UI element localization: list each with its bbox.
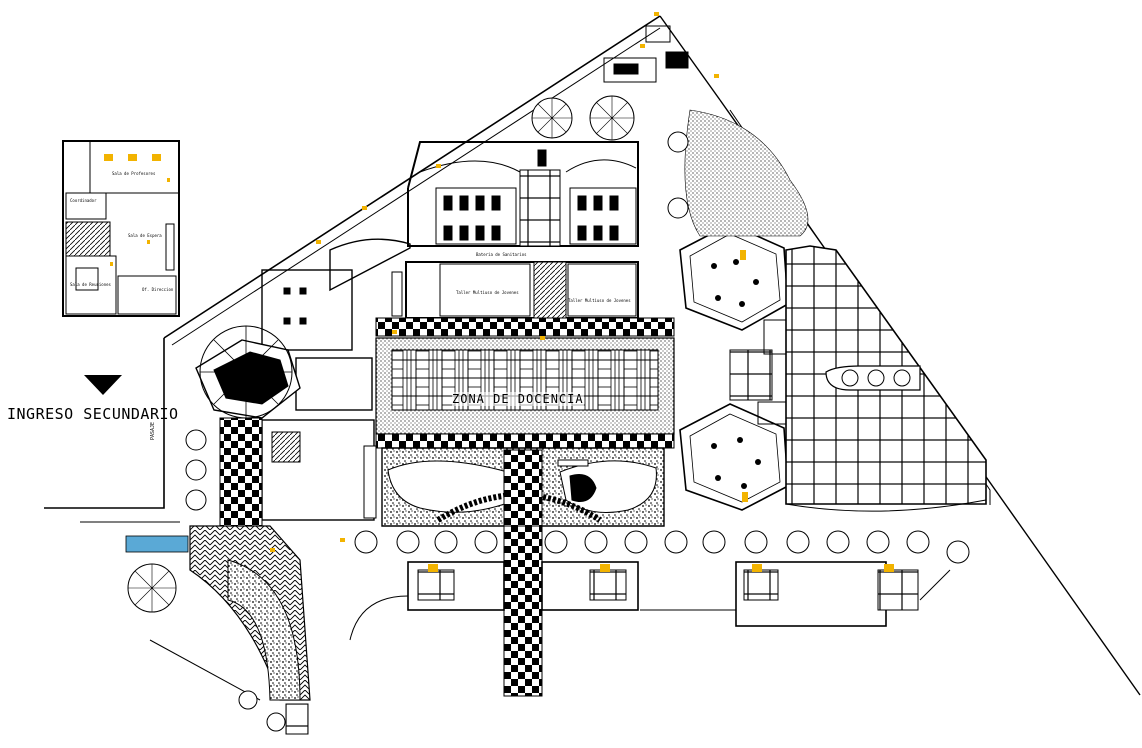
- tree-icon: [185, 429, 207, 451]
- south-buildings: [349, 561, 951, 641]
- admin-inset-plan: [62, 140, 180, 317]
- tree-icon: [474, 530, 498, 554]
- radial-pavilion: [195, 325, 301, 419]
- central-court-label: ZONA DE DOCENCIA: [452, 392, 584, 406]
- workshop-label-2: Taller Multiuso de Jovenes: [568, 298, 631, 303]
- garden: [381, 447, 665, 529]
- tree-icon: [544, 530, 568, 554]
- north-classroom-block: [407, 141, 639, 247]
- inset-room-label-1: Sala de Profesores: [112, 171, 156, 176]
- tree-icon: [266, 712, 286, 732]
- central-court: [375, 317, 675, 449]
- yellow-markers: [270, 12, 719, 552]
- tree-icon: [786, 530, 810, 554]
- tree-icon: [946, 540, 970, 564]
- inset-room-label-2: Sala de Espera: [128, 233, 162, 238]
- tree-branch-detail: [128, 96, 634, 612]
- west-ramp: [125, 417, 311, 735]
- tree-icon: [185, 459, 207, 481]
- tree-icon: [354, 530, 378, 554]
- inset-room-label-5: Coordinador: [70, 198, 97, 203]
- tree-icon: [841, 369, 859, 387]
- tree-icon: [866, 530, 890, 554]
- north-room-label: Batería de Sanitarios: [476, 252, 527, 257]
- north-tip-structures: [603, 25, 689, 83]
- tree-icon: [584, 530, 608, 554]
- tree-icon: [667, 197, 689, 219]
- inset-room-label-4: Of. Direccion: [142, 287, 174, 292]
- tree-icon: [744, 530, 768, 554]
- access-road-label: PASAJE: [150, 421, 156, 440]
- tree-icon: [434, 530, 458, 554]
- hexagon-pavilions: [679, 223, 795, 511]
- stippled-slope: [684, 109, 809, 237]
- tree-icon: [893, 369, 911, 387]
- entrance-arrow-icon: [84, 375, 122, 395]
- tree-icon: [396, 530, 420, 554]
- tree-icon: [667, 131, 689, 153]
- tree-icon: [702, 530, 726, 554]
- tree-icon: [906, 530, 930, 554]
- east-grid-plaza: [785, 245, 987, 512]
- tree-icon: [238, 690, 258, 710]
- inset-room-label-3: Sala de Reuniones: [70, 282, 111, 287]
- tree-icon: [664, 530, 688, 554]
- tree-icon: [624, 530, 648, 554]
- secondary-entrance-label: INGRESO SECUNDARIO: [7, 405, 179, 423]
- tree-icon: [185, 489, 207, 511]
- south-walkway: [503, 525, 543, 697]
- tree-icon: [826, 530, 850, 554]
- west-wing: [261, 238, 411, 521]
- workshop-label-1: Taller Multiuso de Jovenes: [456, 290, 519, 295]
- tree-icon: [867, 369, 885, 387]
